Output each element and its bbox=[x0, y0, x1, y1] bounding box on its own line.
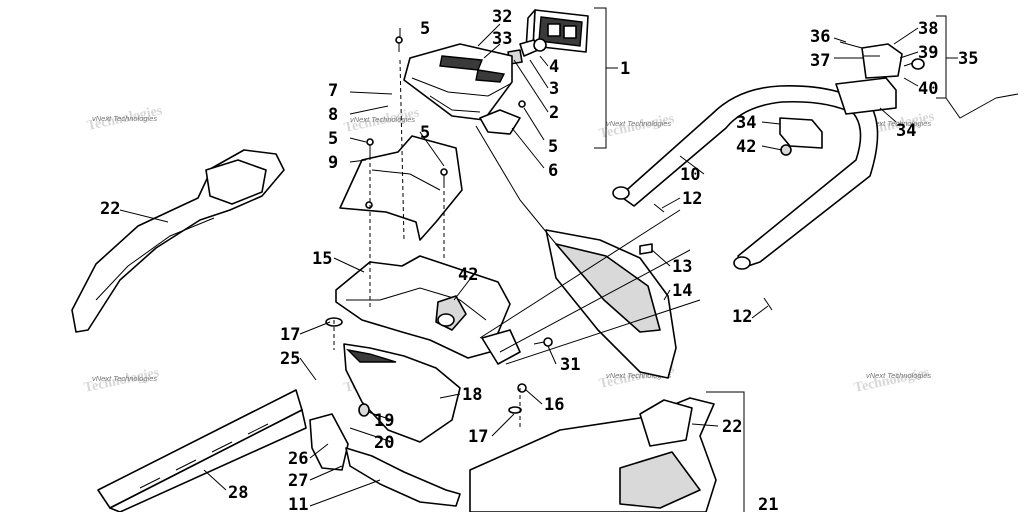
watermark-2: vNext Technologies bbox=[350, 115, 415, 124]
latch-bracket-part bbox=[835, 43, 925, 115]
callout-2: 2 bbox=[549, 103, 559, 123]
left-side-cover-part bbox=[71, 149, 285, 333]
callout-20: 20 bbox=[374, 433, 394, 453]
callout-18: 18 bbox=[462, 385, 482, 405]
callout-42: 42 bbox=[736, 137, 756, 157]
watermark-1: vNext Technologies bbox=[92, 114, 157, 123]
callout-37: 37 bbox=[810, 51, 830, 71]
callout-9: 9 bbox=[328, 153, 338, 173]
watermark-8: vNext Technologies bbox=[866, 371, 931, 380]
callout-25: 25 bbox=[280, 349, 300, 369]
bracket-26-part bbox=[309, 413, 349, 471]
rail-11-part bbox=[345, 447, 461, 507]
callout-5: 5 bbox=[548, 137, 558, 157]
rail-part bbox=[97, 389, 307, 512]
callout-13: 13 bbox=[672, 257, 692, 277]
taillight-housing-part bbox=[525, 9, 589, 53]
callout-17: 17 bbox=[280, 325, 300, 345]
callout-40: 40 bbox=[918, 79, 938, 99]
callout-22: 22 bbox=[722, 417, 742, 437]
callout-34: 34 bbox=[896, 121, 916, 141]
callout-3: 3 bbox=[549, 79, 559, 99]
svg-text:Technologies: Technologies bbox=[853, 365, 931, 396]
flap-bracket-part bbox=[335, 255, 521, 365]
taillight-cover-part bbox=[403, 43, 513, 121]
callout-31: 31 bbox=[560, 355, 580, 375]
callout-34: 34 bbox=[736, 113, 756, 133]
callout-12: 12 bbox=[682, 189, 702, 209]
callout-7: 7 bbox=[328, 81, 338, 101]
callout-8: 8 bbox=[328, 105, 338, 125]
side-panel-part bbox=[545, 229, 677, 379]
callout-39: 39 bbox=[918, 43, 938, 63]
callout-10: 10 bbox=[680, 165, 700, 185]
mount-block-part bbox=[779, 117, 823, 149]
callout-21: 21 bbox=[758, 495, 778, 512]
watermark-7: vNext Technologies bbox=[606, 371, 671, 380]
callout-5: 5 bbox=[420, 19, 430, 39]
callout-32: 32 bbox=[492, 7, 512, 27]
callout-4: 4 bbox=[549, 57, 559, 77]
callout-16: 16 bbox=[544, 395, 564, 415]
callout-6: 6 bbox=[548, 161, 558, 181]
callout-26: 26 bbox=[288, 449, 308, 469]
callout-5: 5 bbox=[420, 123, 430, 143]
snow-flap-part bbox=[343, 343, 461, 443]
callout-35: 35 bbox=[958, 49, 978, 69]
bulb-socket-part bbox=[507, 38, 547, 65]
callout-28: 28 bbox=[228, 483, 248, 503]
callout-38: 38 bbox=[918, 19, 938, 39]
callout-1: 1 bbox=[620, 59, 630, 79]
bracket-6-part bbox=[479, 109, 521, 135]
callout-14: 14 bbox=[672, 281, 692, 301]
callout-11: 11 bbox=[288, 495, 308, 512]
rear-body-part bbox=[469, 397, 717, 512]
callout-19: 19 bbox=[374, 411, 394, 431]
hardware-group bbox=[325, 36, 1019, 417]
leader-lines bbox=[119, 7, 997, 512]
callout-5: 5 bbox=[328, 129, 338, 149]
callout-12: 12 bbox=[732, 307, 752, 327]
callout-17: 17 bbox=[468, 427, 488, 447]
callout-42: 42 bbox=[458, 265, 478, 285]
callout-22: 22 bbox=[100, 199, 120, 219]
watermark-5: vNext Technologies bbox=[92, 374, 157, 383]
watermark-4: vNext Technologies bbox=[866, 119, 931, 128]
callout-labels: 32 33 1 5 4 3 2 7 8 5 5 9 5 6 36 37 38 3… bbox=[100, 7, 978, 512]
callout-27: 27 bbox=[288, 471, 308, 491]
callout-15: 15 bbox=[312, 249, 332, 269]
watermark-3: vNext Technologies bbox=[606, 119, 671, 128]
callout-36: 36 bbox=[810, 27, 830, 47]
callout-33: 33 bbox=[492, 29, 512, 49]
